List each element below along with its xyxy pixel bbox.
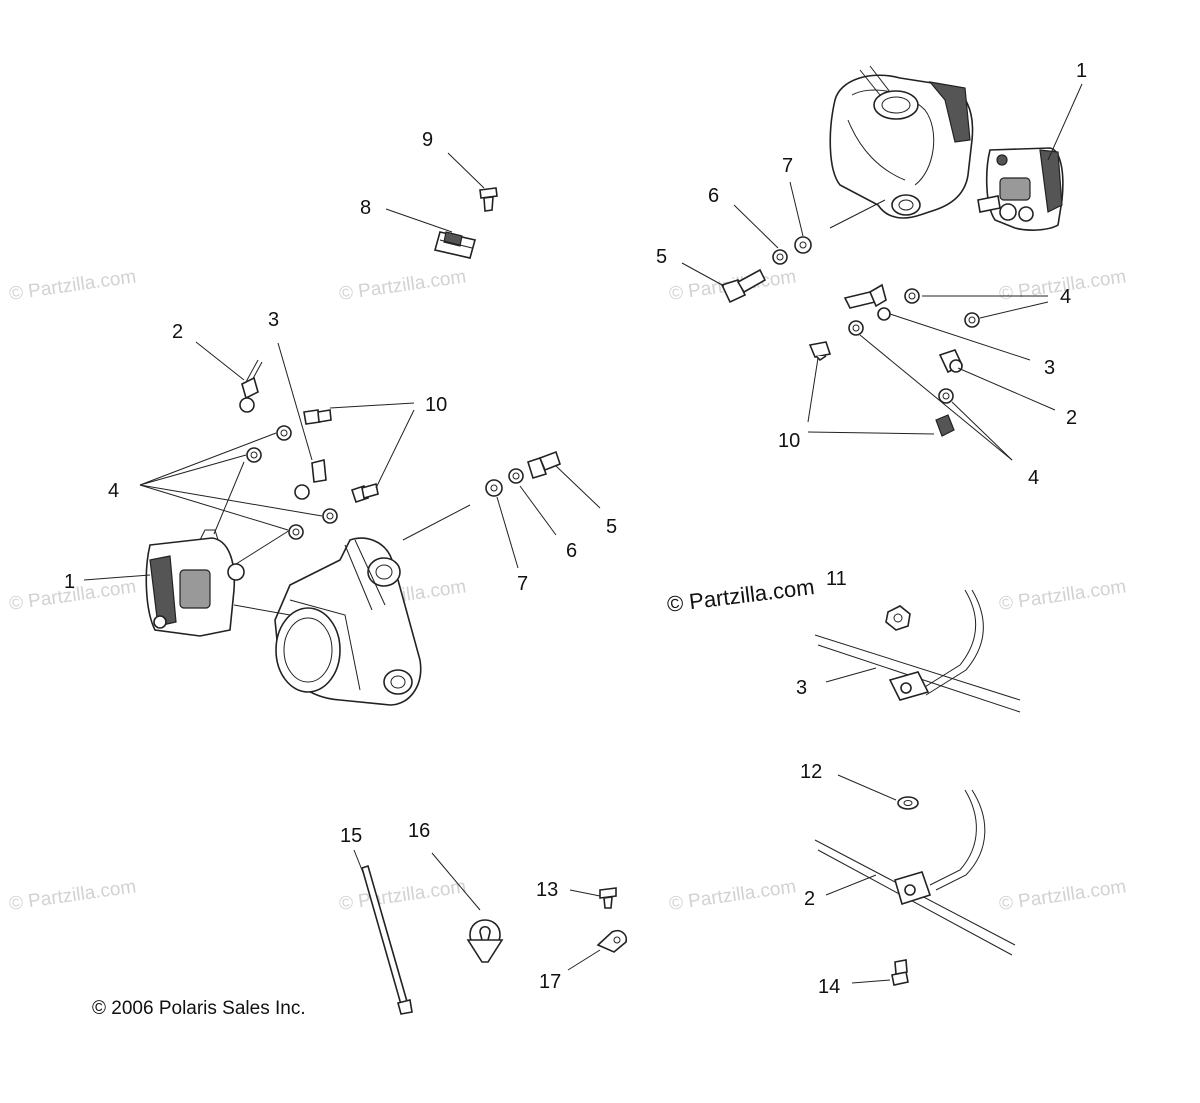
callout-c3: 3 (796, 677, 807, 699)
callout-c11: 11 (826, 568, 847, 590)
top-right-assembly (720, 65, 1064, 437)
callout-l7: 7 (517, 573, 528, 595)
push-clip-16 (466, 919, 504, 963)
bolt-14 (891, 959, 909, 986)
watermark: © Partzilla.com (8, 876, 138, 915)
clamp-assembly-lower (814, 789, 1016, 986)
knuckle-left (274, 537, 422, 706)
callout-c14: 14 (818, 976, 840, 998)
callout-b17: 17 (539, 971, 561, 993)
callout-r2: 2 (1066, 407, 1077, 429)
partzilla-watermark-main: © Partzilla.com (666, 574, 816, 617)
brake-caliper-part (977, 147, 1064, 231)
callout-r7: 7 (782, 155, 793, 177)
fitting-3-left (294, 458, 327, 500)
callout-l6: 6 (566, 540, 577, 562)
clip-17 (596, 929, 628, 953)
bottom-parts (361, 864, 628, 1015)
callout-l8: 8 (360, 197, 371, 219)
leader-lines (83, 83, 1083, 984)
callout-r4b: 4 (1028, 467, 1039, 489)
cable-tie-15 (361, 864, 413, 1015)
watermark: © Partzilla.com (998, 876, 1128, 915)
nut-11 (885, 605, 911, 631)
callout-l2: 2 (172, 321, 183, 343)
steering-knuckle-part (829, 65, 974, 219)
washers-4-right (848, 288, 980, 404)
callout-r4a: 4 (1060, 286, 1071, 308)
callout-numbers: 1 7 6 5 4 3 2 10 4 9 8 3 2 10 4 1 5 6 7 … (64, 60, 1087, 998)
washers-4-left (246, 425, 338, 540)
callout-b16: 16 (408, 820, 430, 842)
bolt-5-right (720, 268, 767, 304)
callout-b15: 15 (340, 825, 362, 847)
bleeder-bolts-10-right (808, 341, 955, 437)
left-assembly (145, 359, 561, 706)
callout-r5: 5 (656, 246, 667, 268)
watermark: © Partzilla.com (8, 266, 138, 305)
brake-line-fitting (843, 283, 891, 321)
callout-l9: 9 (422, 129, 433, 151)
callout-l1: 1 (64, 571, 75, 593)
callout-l4: 4 (108, 480, 119, 502)
rivet-13 (599, 887, 617, 909)
copyright-notice: © 2006 Polaris Sales Inc. (92, 998, 306, 1019)
callout-l3: 3 (268, 309, 279, 331)
callout-l10: 10 (425, 394, 447, 416)
washer-12 (897, 796, 919, 810)
callout-l5: 5 (606, 516, 617, 538)
caliper-1-left (145, 529, 245, 637)
callout-b13: 13 (536, 879, 558, 901)
washer-7-right (794, 236, 812, 254)
watermark: © Partzilla.com (338, 266, 468, 305)
clamp-assembly-upper (814, 589, 1021, 713)
callout-r3: 3 (1044, 357, 1055, 379)
callout-r10: 10 (778, 430, 800, 452)
bolt-5-left (527, 450, 561, 479)
top-left-clip-parts (434, 187, 498, 259)
banjo-bolt-2-left (239, 359, 263, 413)
watermark: © Partzilla.com (998, 576, 1128, 615)
washer-6-right (772, 249, 788, 265)
watermark: © Partzilla.com (668, 876, 798, 915)
bracket-8 (434, 231, 476, 259)
callout-c2: 2 (804, 888, 815, 910)
rivet-9 (479, 187, 498, 212)
bolts-10-left (303, 409, 379, 504)
callout-r1: 1 (1076, 60, 1087, 82)
callout-c12: 12 (800, 761, 822, 783)
watermark: © Partzilla.com (338, 876, 468, 915)
callout-r6: 6 (708, 185, 719, 207)
banjo-bolt-2-right (938, 349, 964, 374)
washers-7-6-left (485, 468, 524, 497)
